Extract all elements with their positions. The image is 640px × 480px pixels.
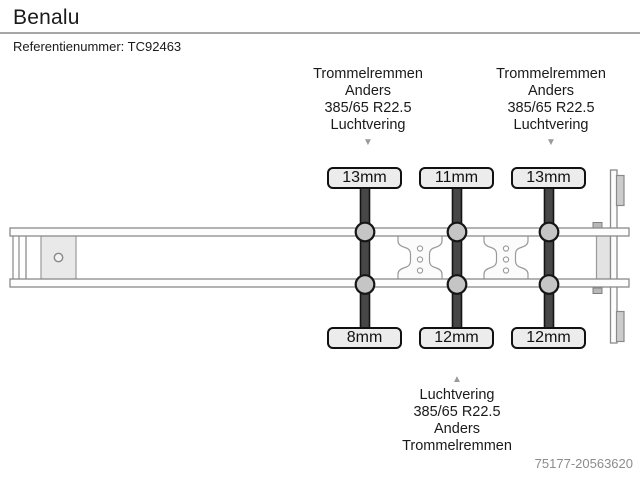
- bracket-hole: [502, 245, 510, 252]
- crossmember-bracket: [397, 234, 443, 281]
- bracket-hole: [416, 256, 424, 263]
- annotation-line: Trommelremmen: [313, 66, 423, 82]
- rear-bumper-block: [595, 234, 612, 281]
- axle-spec-annotation-rear: Trommelremmen Anders 385/65 R22.5 Luchtv…: [441, 66, 640, 149]
- arrow-up-icon: ▲: [452, 374, 462, 385]
- rear-sill: [609, 169, 618, 344]
- annotation-line: Trommelremmen: [402, 438, 512, 454]
- crossmember-bracket: [483, 234, 529, 281]
- reference-label: Referentienummer:: [13, 39, 125, 54]
- rear-light-pad: [615, 174, 625, 207]
- reference-value: TC92463: [127, 39, 182, 54]
- tread-depth-badge-axle3-top: 13mm: [511, 167, 586, 189]
- annotation-line: Anders: [345, 83, 391, 99]
- annotation-line: Trommelremmen: [496, 66, 606, 82]
- front-wall: [12, 233, 20, 282]
- tread-depth-badge-axle1-bottom: 8mm: [327, 327, 402, 349]
- annotation-line: Luchtvering: [419, 387, 495, 403]
- rear-end-assembly: [592, 169, 625, 344]
- tread-depth-badge-axle2-bottom: 12mm: [419, 327, 494, 349]
- bracket-hole: [416, 245, 424, 252]
- annotation-line: Luchtvering: [330, 117, 406, 133]
- annotation-line: Luchtvering: [513, 117, 589, 133]
- top-rail: [9, 227, 630, 237]
- wheel-hub: [354, 221, 376, 243]
- page-title: Benalu: [13, 6, 80, 29]
- arrow-down-icon: ▼: [546, 137, 556, 148]
- axle-line: [451, 185, 463, 332]
- bottom-rail: [9, 278, 630, 288]
- annotation-line: Anders: [434, 421, 480, 437]
- wheel-hub: [538, 274, 560, 295]
- bracket-hole: [416, 267, 424, 274]
- wheel-hub: [538, 221, 560, 243]
- arrow-down-icon: ▼: [363, 137, 373, 148]
- axle-spec-annotation-front: Trommelremmen Anders 385/65 R22.5 Luchtv…: [258, 66, 478, 149]
- annotation-line: Anders: [528, 83, 574, 99]
- chassis-frame: [9, 227, 630, 288]
- annotation-line: 385/65 R22.5: [413, 404, 501, 420]
- wheel-hub: [354, 274, 376, 295]
- bracket-hole: [502, 267, 510, 274]
- crossmember-brackets: [397, 234, 529, 281]
- hinge-tab: [592, 222, 603, 229]
- rear-light-pad: [615, 310, 625, 343]
- front-end-assembly: [12, 233, 77, 282]
- reference-number: Referentienummer: TC92463: [13, 39, 181, 54]
- wheel-hub: [446, 221, 468, 243]
- bracket-hole: [502, 256, 510, 263]
- kingpin: [53, 252, 64, 263]
- axles: [354, 185, 560, 332]
- hinge-tab: [592, 287, 603, 294]
- axle-line: [359, 185, 371, 332]
- tread-depth-badge-axle3-bottom: 12mm: [511, 327, 586, 349]
- tread-depth-badge-axle2-top: 11mm: [419, 167, 494, 189]
- listing-id: 75177-20563620: [534, 456, 633, 471]
- annotation-line: 385/65 R22.5: [507, 100, 595, 116]
- header-divider: [0, 32, 640, 34]
- axle-line: [543, 185, 555, 332]
- tread-depth-badge-axle1-top: 13mm: [327, 167, 402, 189]
- axle-spec-annotation-middle: ▲ Luchtvering 385/65 R22.5 Anders Tromme…: [347, 373, 567, 455]
- wheel-hub: [446, 274, 468, 295]
- annotation-line: 385/65 R22.5: [324, 100, 412, 116]
